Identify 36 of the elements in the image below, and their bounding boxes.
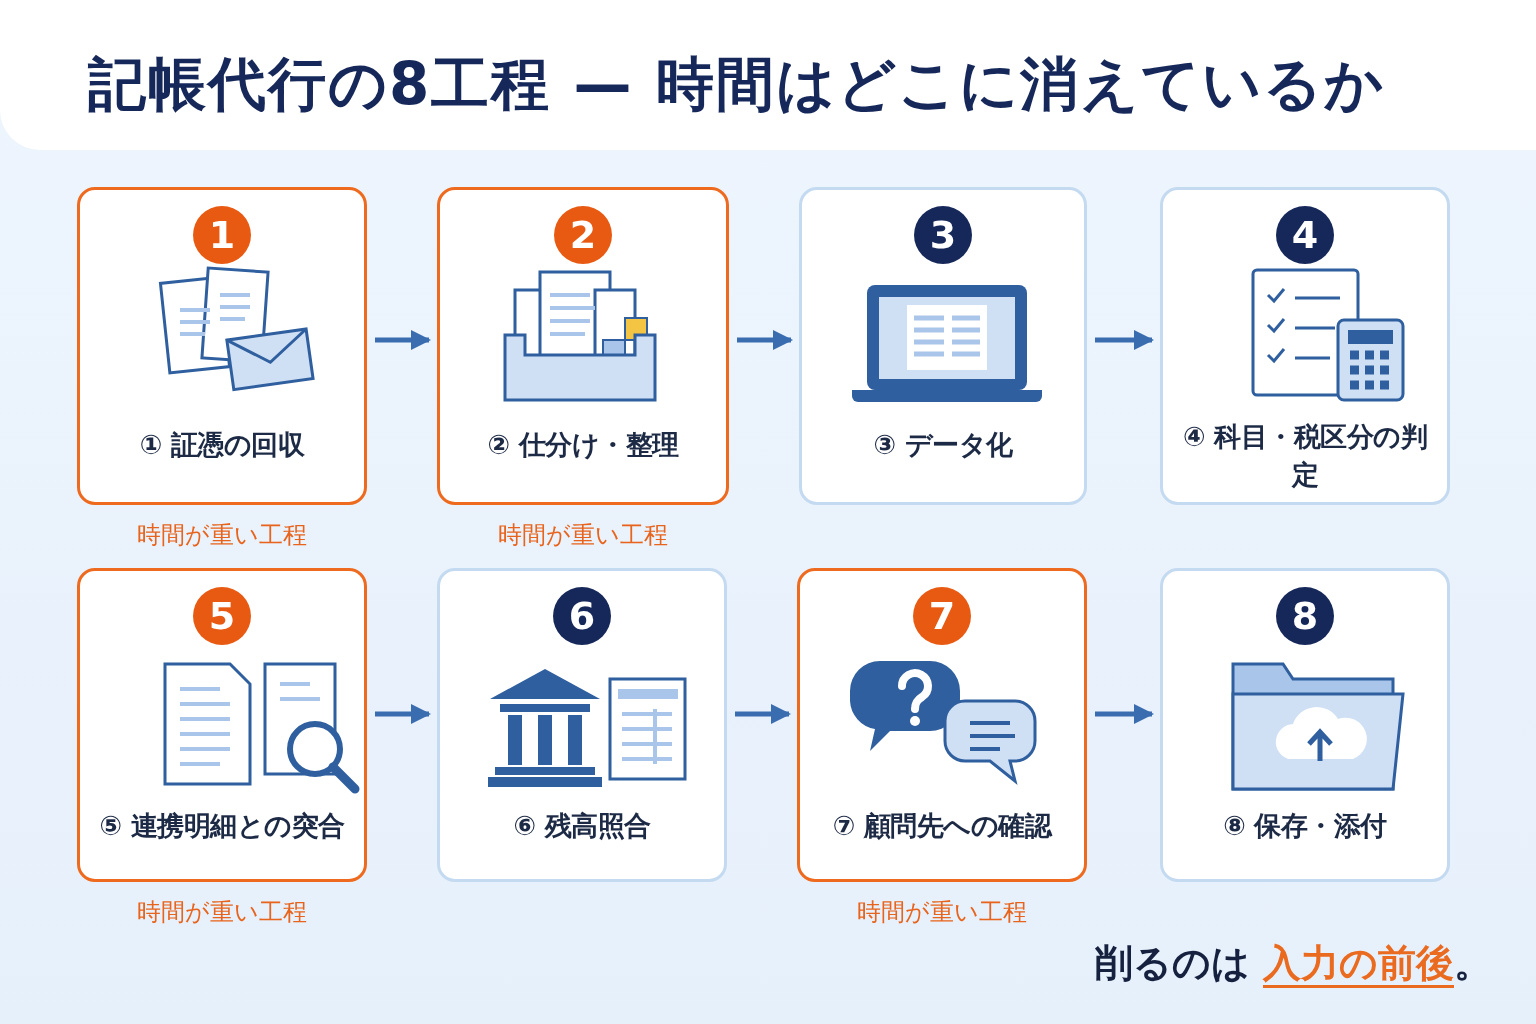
number-badge: 6 <box>553 587 611 645</box>
step-label: ② 仕分け・整理 <box>486 428 680 462</box>
number-badge: 8 <box>1276 587 1334 645</box>
title: 記帳代行の8工程 — 時間はどこに消えているか <box>88 49 1385 120</box>
step-label: ① 証憑の回収 <box>138 428 306 462</box>
highlighted-step-card <box>77 187 367 505</box>
tagline: 削るのは 入力の前後。 <box>1095 938 1493 989</box>
step-card <box>1160 187 1450 505</box>
arrow <box>737 330 793 350</box>
arrow <box>375 704 431 724</box>
step-label: ⑦ 顧問先への確認 <box>831 809 1054 843</box>
step-card <box>799 187 1087 505</box>
arrow <box>375 330 431 350</box>
number-badge: 3 <box>914 206 972 264</box>
arrow <box>1095 330 1154 350</box>
step-label: ⑤ 連携明細との突合 <box>98 809 346 843</box>
note-text: 時間が重い工程 <box>136 520 308 551</box>
number-badge: 1 <box>193 206 251 264</box>
step-card <box>1160 568 1450 882</box>
note-text: 時間が重い工程 <box>856 897 1028 928</box>
highlighted-step-card <box>437 187 729 505</box>
step-label: ⑧ 保存・添付 <box>1222 809 1388 843</box>
note-text: 時間が重い工程 <box>136 897 308 928</box>
arrow <box>1095 704 1154 724</box>
number-badge: 4 <box>1276 206 1334 264</box>
arrow <box>735 704 791 724</box>
step-label: ⑥ 残高照合 <box>512 809 652 843</box>
highlighted-step-card <box>797 568 1087 882</box>
number-badge: 5 <box>193 587 251 645</box>
number-badge: 2 <box>554 206 612 264</box>
step-label: ④ 科目・税区分の判定 <box>1181 420 1429 492</box>
number-badge: 7 <box>913 587 971 645</box>
step-label: ③ データ化 <box>872 428 1014 462</box>
note-text: 時間が重い工程 <box>497 520 669 551</box>
highlighted-step-card <box>77 568 367 882</box>
step-card <box>437 568 727 882</box>
